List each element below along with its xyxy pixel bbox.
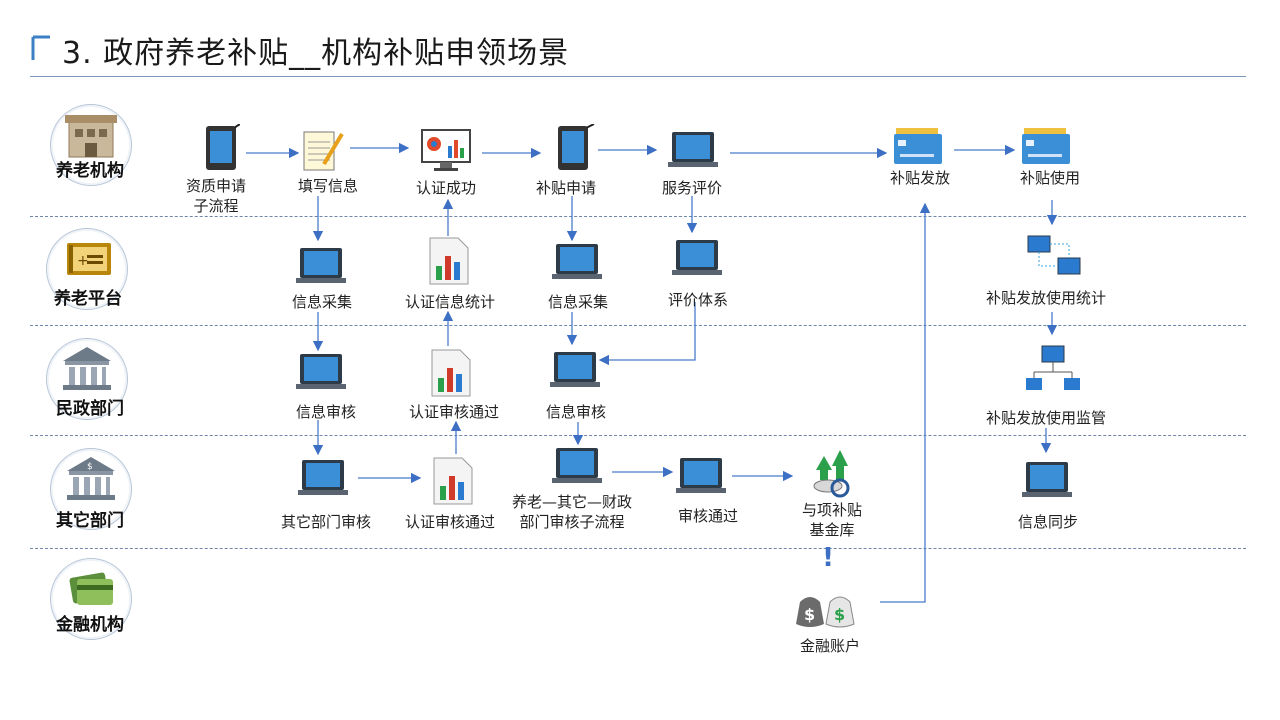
bank-building-icon: $ xyxy=(67,457,115,500)
laptop-icon xyxy=(298,460,348,495)
role-label: 养老机构 xyxy=(56,161,124,181)
report-chart-icon xyxy=(431,349,471,397)
svg-text:+: + xyxy=(77,253,89,269)
title-bracket-icon xyxy=(31,35,50,60)
laptop-icon xyxy=(552,448,602,483)
report-chart-icon xyxy=(429,237,469,285)
title-divider xyxy=(30,76,1246,77)
building-icon xyxy=(65,115,117,158)
role-financial-org xyxy=(50,558,132,640)
exclamation-mark: ! xyxy=(822,543,834,573)
node-use-supervise: 补贴发放使用监管 xyxy=(985,409,1106,427)
node-review-pass: 审核通过 xyxy=(677,507,738,525)
lane-divider xyxy=(30,216,1246,217)
lane-divider xyxy=(30,325,1246,326)
node-info-sync: 信息同步 xyxy=(1017,513,1078,531)
node-service-eval: 服务评价 xyxy=(661,179,722,197)
notepad-pencil-icon xyxy=(303,131,344,171)
lane-divider xyxy=(30,435,1246,436)
node-sub-process: 养老—其它—财政 部门审核子流程 xyxy=(511,493,632,531)
role-eldercare-platform: + xyxy=(46,228,128,310)
laptop-icon xyxy=(550,352,600,387)
laptop-icon xyxy=(1022,462,1072,497)
money-bags-icon: $ $ xyxy=(796,596,855,628)
fund-growth-icon xyxy=(813,450,850,498)
bank-card-icon xyxy=(1022,128,1070,164)
network-tree-icon xyxy=(1026,345,1080,390)
page-title: 3. 政府养老补贴__机构补贴申领场景 xyxy=(62,36,570,71)
laptop-icon xyxy=(296,248,346,283)
node-other-dept-review: 其它部门审核 xyxy=(280,513,371,531)
role-other-dept: $ xyxy=(50,448,132,530)
card-icon xyxy=(69,572,113,605)
node-info-collect: 信息采集 xyxy=(291,293,352,311)
node-cert-success: 认证成功 xyxy=(415,179,476,197)
node-use-stat: 补贴发放使用统计 xyxy=(985,289,1106,307)
bank-building-icon xyxy=(63,347,111,390)
node-info-collect: 信息采集 xyxy=(547,293,608,311)
node-info-review: 信息审核 xyxy=(545,403,606,421)
node-financial-account: 金融账户 xyxy=(799,637,860,655)
laptop-icon xyxy=(296,354,346,389)
role-label: 金融机构 xyxy=(56,615,124,635)
node-cert-review-pass: 认证审核通过 xyxy=(408,403,499,421)
node-fund-pool: 与项补贴 基金库 xyxy=(801,501,862,539)
laptop-icon xyxy=(552,244,602,279)
node-subsidy-apply: 补贴申请 xyxy=(535,179,596,197)
laptop-icon xyxy=(676,458,726,493)
report-chart-icon xyxy=(433,457,473,505)
svg-text:$: $ xyxy=(87,462,93,472)
svg-text:$: $ xyxy=(804,605,815,624)
node-cert-info-stat: 认证信息统计 xyxy=(404,293,495,311)
role-civil-affairs xyxy=(46,338,128,420)
node-eval-system: 评价体系 xyxy=(667,291,728,309)
node-subsidy-use: 补贴使用 xyxy=(1019,169,1080,187)
laptop-icon xyxy=(672,240,722,275)
node-qualification-apply: 资质申请 子流程 xyxy=(185,177,246,215)
platform-board-icon: + xyxy=(67,243,111,275)
role-label: 养老平台 xyxy=(54,289,122,309)
role-label: 其它部门 xyxy=(56,511,124,531)
lane-divider xyxy=(30,548,1246,549)
node-fill-info: 填写信息 xyxy=(297,177,358,195)
monitor-chart-icon xyxy=(421,129,471,171)
node-info-review: 信息审核 xyxy=(295,403,356,421)
tablet-icon xyxy=(206,124,240,170)
node-cert-review-pass: 认证审核通过 xyxy=(404,513,495,531)
bank-card-icon xyxy=(894,128,942,164)
tablet-icon xyxy=(558,124,595,170)
node-subsidy-issue: 补贴发放 xyxy=(889,169,950,187)
role-eldercare-org xyxy=(50,104,132,186)
network-computers-icon xyxy=(1027,235,1081,275)
laptop-icon xyxy=(668,132,718,167)
role-label: 民政部门 xyxy=(56,399,124,419)
svg-text:$: $ xyxy=(834,605,845,624)
